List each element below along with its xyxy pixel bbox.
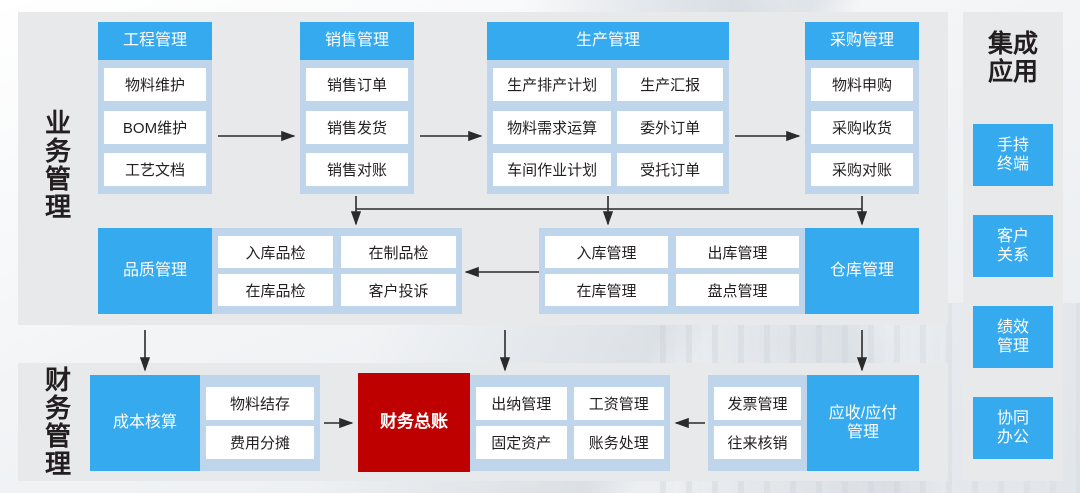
cell-warehouse-2[interactable]: 出库管理 [676,236,799,268]
group-sales-title[interactable]: 销售管理 [300,22,414,60]
cell-ledger-2[interactable]: 工资管理 [573,387,664,420]
cell-sales-1[interactable]: 销售订单 [306,68,408,102]
group-quality: 品质管理 入库品检 在制品检 在库品检 客户投诉 [98,228,462,314]
cell-production-5[interactable]: 车间作业计划 [493,152,612,186]
cell-sales-3[interactable]: 销售对账 [306,152,408,186]
group-receivable-payable: 发票管理 往来核销 应收/应付管理 [708,375,919,471]
cell-warehouse-4[interactable]: 盘点管理 [676,274,799,306]
group-receivable-payable-label[interactable]: 应收/应付管理 [807,375,919,471]
group-ledger-modules: 出纳管理 工资管理 固定资产 账务处理 [470,375,670,471]
cell-sales-2[interactable]: 销售发货 [306,110,408,144]
cell-warehouse-3[interactable]: 在库管理 [545,274,668,306]
group-production-title[interactable]: 生产管理 [487,22,729,60]
cell-production-1[interactable]: 生产排产计划 [493,68,612,102]
cell-ledger-4[interactable]: 账务处理 [573,426,664,459]
cell-quality-2[interactable]: 在制品检 [341,236,456,268]
cell-production-2[interactable]: 生产汇报 [617,68,723,102]
business-panel-caption: 业务管理 [41,109,72,221]
cell-engineering-3[interactable]: 工艺文档 [104,152,206,186]
integration-rail-title: 集成应用 [987,30,1038,86]
rail-button-crm[interactable]: 客户关系 [973,215,1053,277]
cell-purchasing-2[interactable]: 采购收货 [811,110,913,144]
cell-purchasing-1[interactable]: 物料申购 [811,68,913,102]
group-purchasing: 采购管理 物料申购 采购收货 采购对账 [805,22,919,194]
group-warehouse-label[interactable]: 仓库管理 [805,228,919,314]
cell-ledger-1[interactable]: 出纳管理 [476,387,567,420]
group-purchasing-title[interactable]: 采购管理 [805,22,919,60]
cell-ar-1[interactable]: 发票管理 [714,387,801,420]
cell-engineering-1[interactable]: 物料维护 [104,68,206,102]
cell-engineering-2[interactable]: BOM维护 [104,110,206,144]
rail-button-collaboration[interactable]: 协同办公 [973,397,1053,459]
cell-warehouse-1[interactable]: 入库管理 [545,236,668,268]
cell-production-4[interactable]: 委外订单 [617,110,723,144]
finance-panel-caption: 财务管理 [41,366,72,478]
rail-button-handheld-terminal[interactable]: 手持终端 [973,124,1053,186]
cell-purchasing-3[interactable]: 采购对账 [811,152,913,186]
group-quality-label[interactable]: 品质管理 [98,228,212,314]
cell-quality-1[interactable]: 入库品检 [218,236,333,268]
group-sales: 销售管理 销售订单 销售发货 销售对账 [300,22,414,194]
cell-ledger-3[interactable]: 固定资产 [476,426,567,459]
general-ledger-block[interactable]: 财务总账 [358,373,470,472]
rail-button-performance[interactable]: 绩效管理 [973,306,1053,368]
group-production: 生产管理 生产排产计划 生产汇报 物料需求运算 委外订单 车间作业计划 受托订单 [487,22,729,194]
cell-quality-4[interactable]: 客户投诉 [341,274,456,306]
group-engineering: 工程管理 物料维护 BOM维护 工艺文档 [98,22,212,194]
cell-production-6[interactable]: 受托订单 [617,152,723,186]
cell-cost-1[interactable]: 物料结存 [206,387,314,420]
cell-production-3[interactable]: 物料需求运算 [493,110,612,144]
cell-quality-3[interactable]: 在库品检 [218,274,333,306]
group-cost-accounting: 成本核算 物料结存 费用分摊 [90,375,320,471]
group-cost-accounting-label[interactable]: 成本核算 [90,375,200,471]
group-warehouse: 入库管理 出库管理 在库管理 盘点管理 仓库管理 [539,228,919,314]
cell-ar-2[interactable]: 往来核销 [714,426,801,459]
group-engineering-title[interactable]: 工程管理 [98,22,212,60]
cell-cost-2[interactable]: 费用分摊 [206,426,314,459]
